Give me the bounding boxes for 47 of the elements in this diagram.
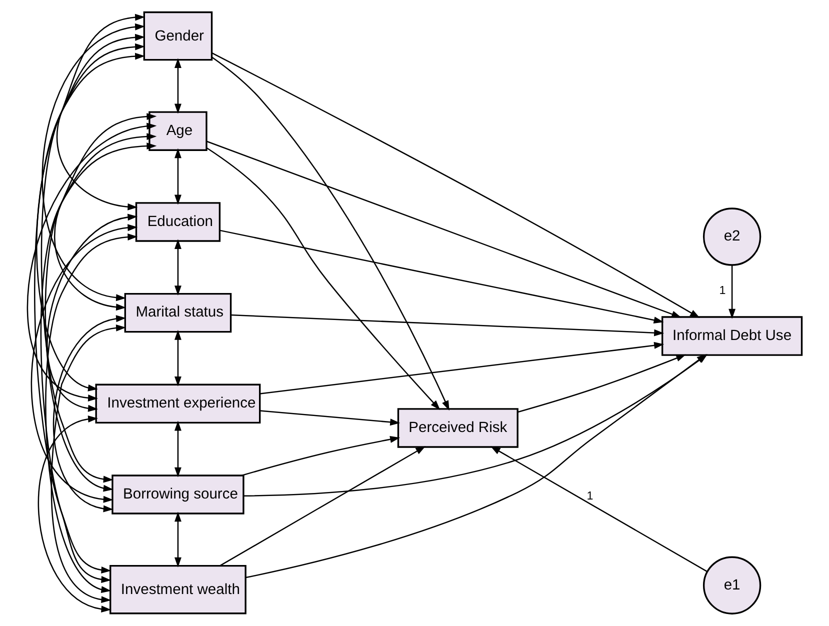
- arrow: [174, 512, 182, 568]
- arrow: [46, 214, 138, 412]
- arrow: [260, 342, 664, 394]
- arrow: [44, 133, 157, 492]
- arrow: [40, 43, 146, 483]
- node-circle: e1: [702, 556, 762, 614]
- arrow: [728, 265, 736, 319]
- node-box: Borrowing source: [112, 474, 244, 514]
- arrow: [40, 142, 157, 583]
- arrow: [220, 230, 664, 324]
- node-box: Informal Debt Use: [661, 316, 803, 356]
- arrow: [174, 239, 182, 296]
- node-box: Investment experience: [95, 384, 261, 424]
- node-box: Marital status: [124, 292, 232, 333]
- node-box: Gender: [143, 11, 213, 61]
- node-box: Age: [148, 111, 208, 151]
- arrow: [42, 23, 146, 302]
- edge-label: 1: [719, 284, 726, 298]
- arrow: [50, 324, 126, 604]
- arrow: [31, 224, 138, 503]
- arrow: [174, 330, 182, 386]
- arrow: [206, 147, 440, 410]
- arrow: [174, 420, 182, 478]
- arrow: [206, 140, 682, 318]
- node-circle: e2: [702, 208, 762, 266]
- arrow: [56, 14, 146, 210]
- arrow: [27, 122, 157, 402]
- arrow: [34, 52, 146, 574]
- node-box: Education: [135, 202, 221, 242]
- arrow: [212, 52, 700, 318]
- arrow: [241, 436, 400, 476]
- arrow: [53, 315, 126, 512]
- arrow: [220, 446, 426, 566]
- arrow: [36, 34, 146, 392]
- arrow: [517, 354, 686, 413]
- arrow: [230, 314, 664, 336]
- node-box: Investment wealth: [110, 564, 246, 614]
- arrow: [212, 56, 450, 411]
- arrow: [45, 234, 138, 594]
- arrow: [54, 113, 157, 311]
- arrow: [260, 410, 400, 426]
- arrow: [490, 446, 708, 572]
- arrow: [38, 416, 112, 613]
- node-box: Perceived Risk: [397, 408, 518, 448]
- arrow: [174, 148, 182, 205]
- arrow: [174, 58, 182, 114]
- edge-label: 1: [586, 490, 594, 503]
